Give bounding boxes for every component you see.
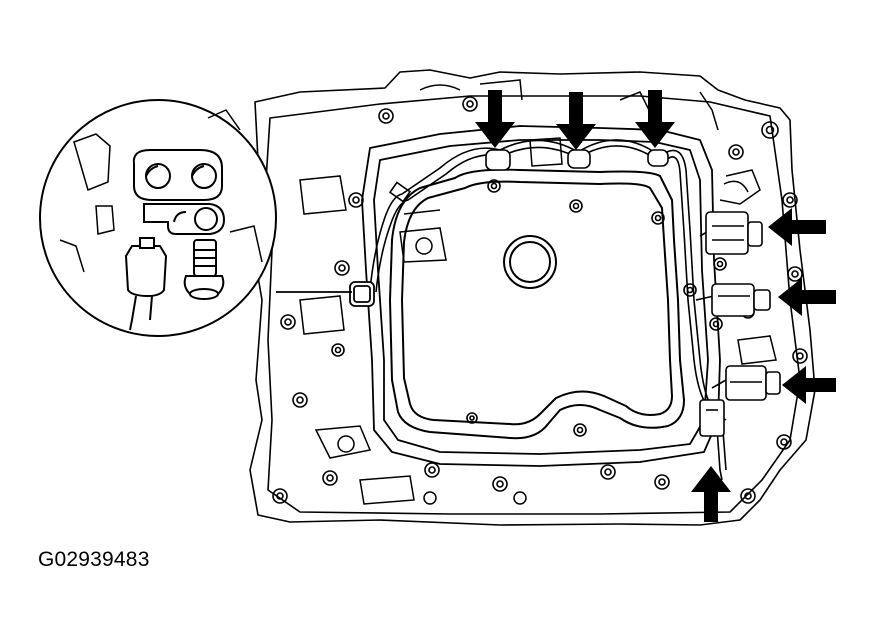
- case-bolt-holes: [272, 96, 808, 504]
- arrow-up-1: [691, 466, 731, 522]
- wiring-harness: [369, 139, 727, 481]
- inset-detail: [39, 99, 277, 337]
- valve-body-frame: [361, 125, 721, 467]
- arrow-down-3: [635, 90, 675, 148]
- arrow-left-2: [778, 278, 836, 316]
- arrow-left-3: [782, 366, 836, 404]
- strainer-screws: [466, 179, 665, 437]
- left-wire-connector: [349, 281, 375, 307]
- oil-strainer: [389, 168, 685, 440]
- bottom-connector: [699, 399, 725, 437]
- arrow-down-1: [475, 90, 515, 148]
- figure-id-label: G02939483: [38, 548, 150, 571]
- top-solenoid-connectors: [485, 149, 669, 171]
- right-solenoids: [705, 211, 781, 401]
- arrow-left-1: [768, 208, 826, 246]
- indicator-arrows: [475, 90, 836, 522]
- valve-body-details: [299, 79, 777, 505]
- arrow-down-2: [556, 92, 596, 150]
